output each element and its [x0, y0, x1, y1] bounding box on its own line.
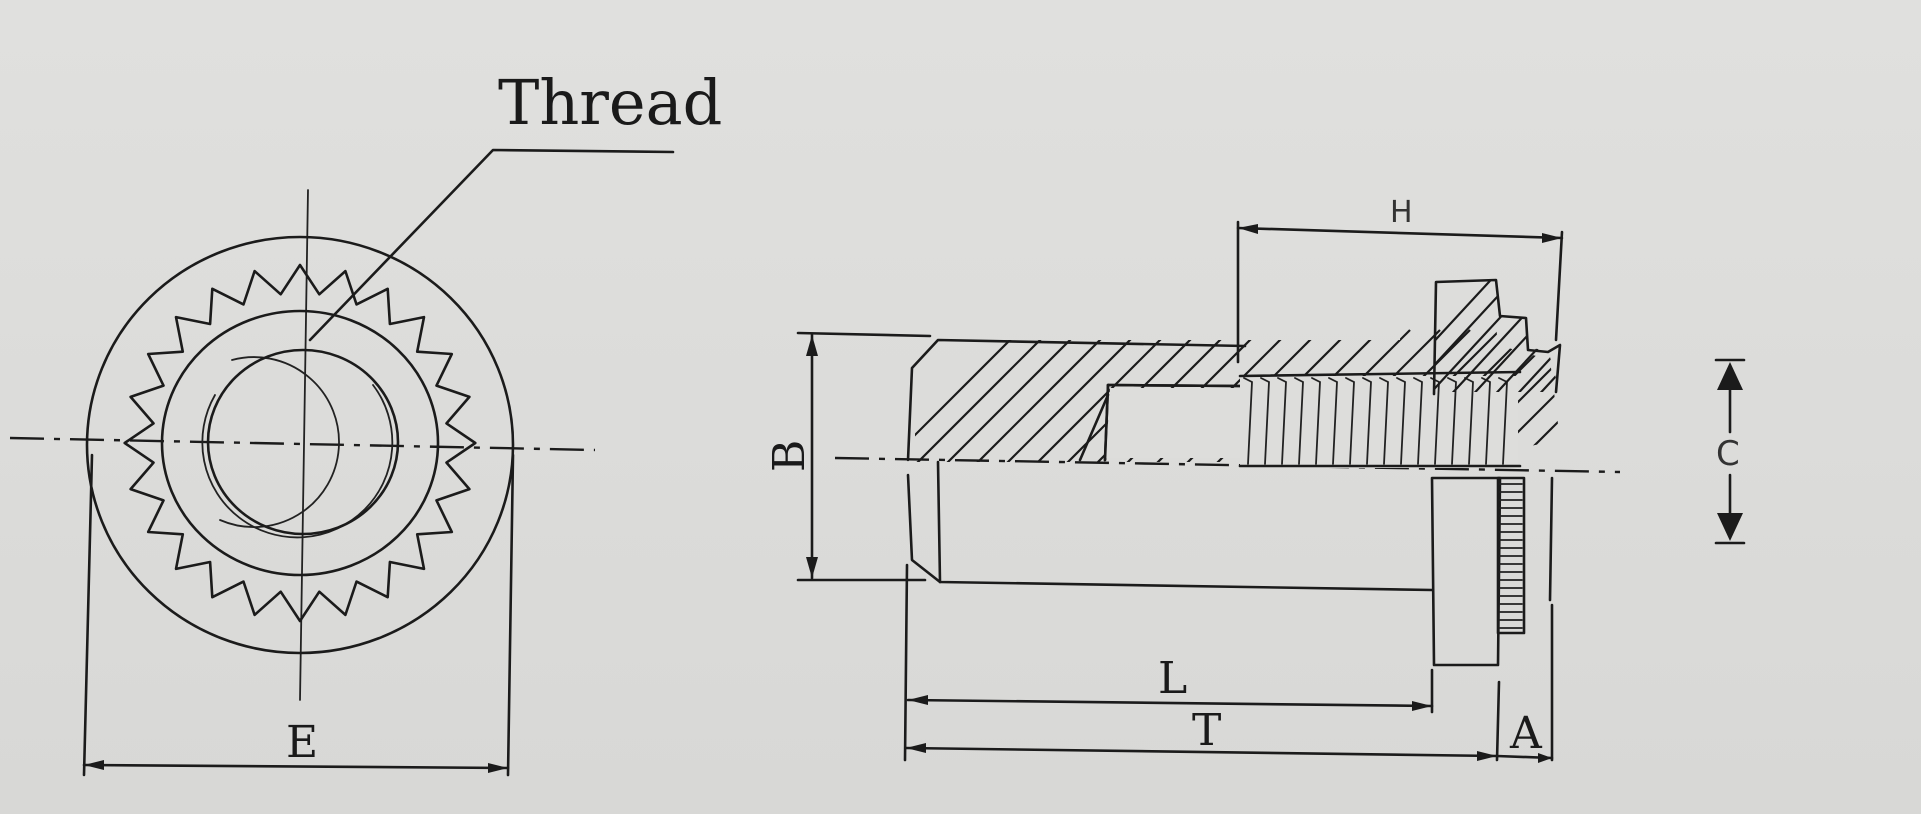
e-arrow-left	[84, 760, 104, 770]
a-left-extension	[1495, 680, 1501, 762]
thread-section	[1238, 370, 1522, 468]
e-extension-right	[506, 453, 515, 777]
thread-tooth	[1396, 377, 1406, 465]
thread-tooth	[1413, 377, 1423, 465]
lower-shank-start-line	[936, 460, 942, 584]
thread-leader-line	[308, 148, 675, 342]
thread-major-arc	[201, 384, 394, 539]
hatch-line	[1539, 329, 1560, 462]
t-dimension-line	[904, 746, 1499, 758]
b-arrow-top	[806, 335, 818, 356]
thread-tooth	[1243, 377, 1253, 465]
t-arrow-left	[906, 743, 926, 753]
c-label: C	[1716, 434, 1740, 474]
thread-tooth	[1362, 377, 1372, 465]
upper-shank-outline	[906, 338, 1247, 462]
e-arrow-right	[488, 763, 508, 773]
thread-tooth	[1481, 377, 1491, 465]
h-label: H	[1390, 195, 1413, 230]
thread-tooth	[1464, 377, 1474, 465]
a-arrow-right	[1538, 753, 1552, 763]
t-label: T	[1192, 705, 1221, 756]
hatch-line	[999, 329, 1141, 462]
head-hatch-line	[1489, 280, 1560, 392]
bore-top-line-2	[1106, 383, 1242, 388]
l-arrow-right	[1412, 701, 1432, 711]
b-label: B	[764, 440, 815, 472]
hatch-line	[1029, 329, 1171, 462]
thread-tooth	[1311, 377, 1321, 465]
e-label: E	[286, 717, 318, 768]
thread-tooth	[1379, 377, 1389, 465]
head-hatch-line	[1511, 280, 1560, 392]
head-hatch-line	[1533, 280, 1560, 392]
hatch-line	[915, 329, 1021, 462]
horizontal-center-line	[9, 436, 596, 452]
head-hatch-line	[1578, 270, 1698, 400]
bore-chamfer-line	[1078, 393, 1110, 462]
shank-circle	[160, 309, 440, 577]
bore-end-line-2	[1103, 383, 1110, 462]
thread-tooth	[1260, 377, 1270, 465]
lower-shank-outline	[906, 473, 1434, 592]
l-label: L	[1158, 653, 1187, 704]
lower-end-face	[1548, 476, 1554, 602]
thread-crest-line	[1238, 370, 1522, 378]
hatch-line	[939, 329, 1081, 462]
t-arrow-right	[1477, 751, 1497, 761]
thread-bore-circle	[206, 348, 400, 536]
l-dimension-line	[906, 698, 1434, 708]
e-extension-left	[82, 453, 94, 777]
head-hatch-line	[1435, 280, 1501, 392]
c-dimension: C	[1714, 358, 1746, 545]
thread-tooth	[1328, 377, 1338, 465]
head-hatch-line	[1555, 280, 1560, 392]
thread-tooth	[1447, 377, 1457, 465]
knurl-serration-ring	[123, 263, 477, 623]
thread-tooth	[1294, 377, 1304, 465]
thread-tooth	[1277, 377, 1287, 465]
side-section-view: B H L T A C	[764, 195, 1746, 763]
thread-minor-arc	[219, 356, 340, 528]
h-right-extension	[1554, 230, 1564, 342]
lower-knurl-outline	[1496, 476, 1526, 635]
lower-flange-outline	[1430, 476, 1502, 667]
a-label: A	[1509, 708, 1543, 759]
section-center-line	[834, 456, 1621, 474]
l-arrow-left	[908, 695, 928, 705]
t-left-extension	[903, 563, 909, 762]
c-arrow-bottom	[1717, 513, 1743, 541]
thread-label: Thread	[498, 66, 722, 139]
outer-flange-circle	[85, 235, 515, 655]
h-dimension-line	[1236, 226, 1564, 240]
head-outline-upper	[1432, 278, 1562, 396]
h-arrow-left	[1238, 224, 1258, 234]
hatch-line	[969, 329, 1111, 462]
thread-tooth	[1345, 377, 1355, 465]
end-view: Thread E	[9, 66, 722, 777]
bore-clear-area	[1106, 388, 1240, 458]
hatch-line	[915, 329, 1051, 462]
e-dimension-line	[82, 763, 510, 770]
b-top-extension	[796, 331, 932, 338]
b-arrow-bottom	[806, 557, 818, 578]
c-arrow-top	[1717, 362, 1743, 390]
h-arrow-right	[1542, 233, 1562, 243]
